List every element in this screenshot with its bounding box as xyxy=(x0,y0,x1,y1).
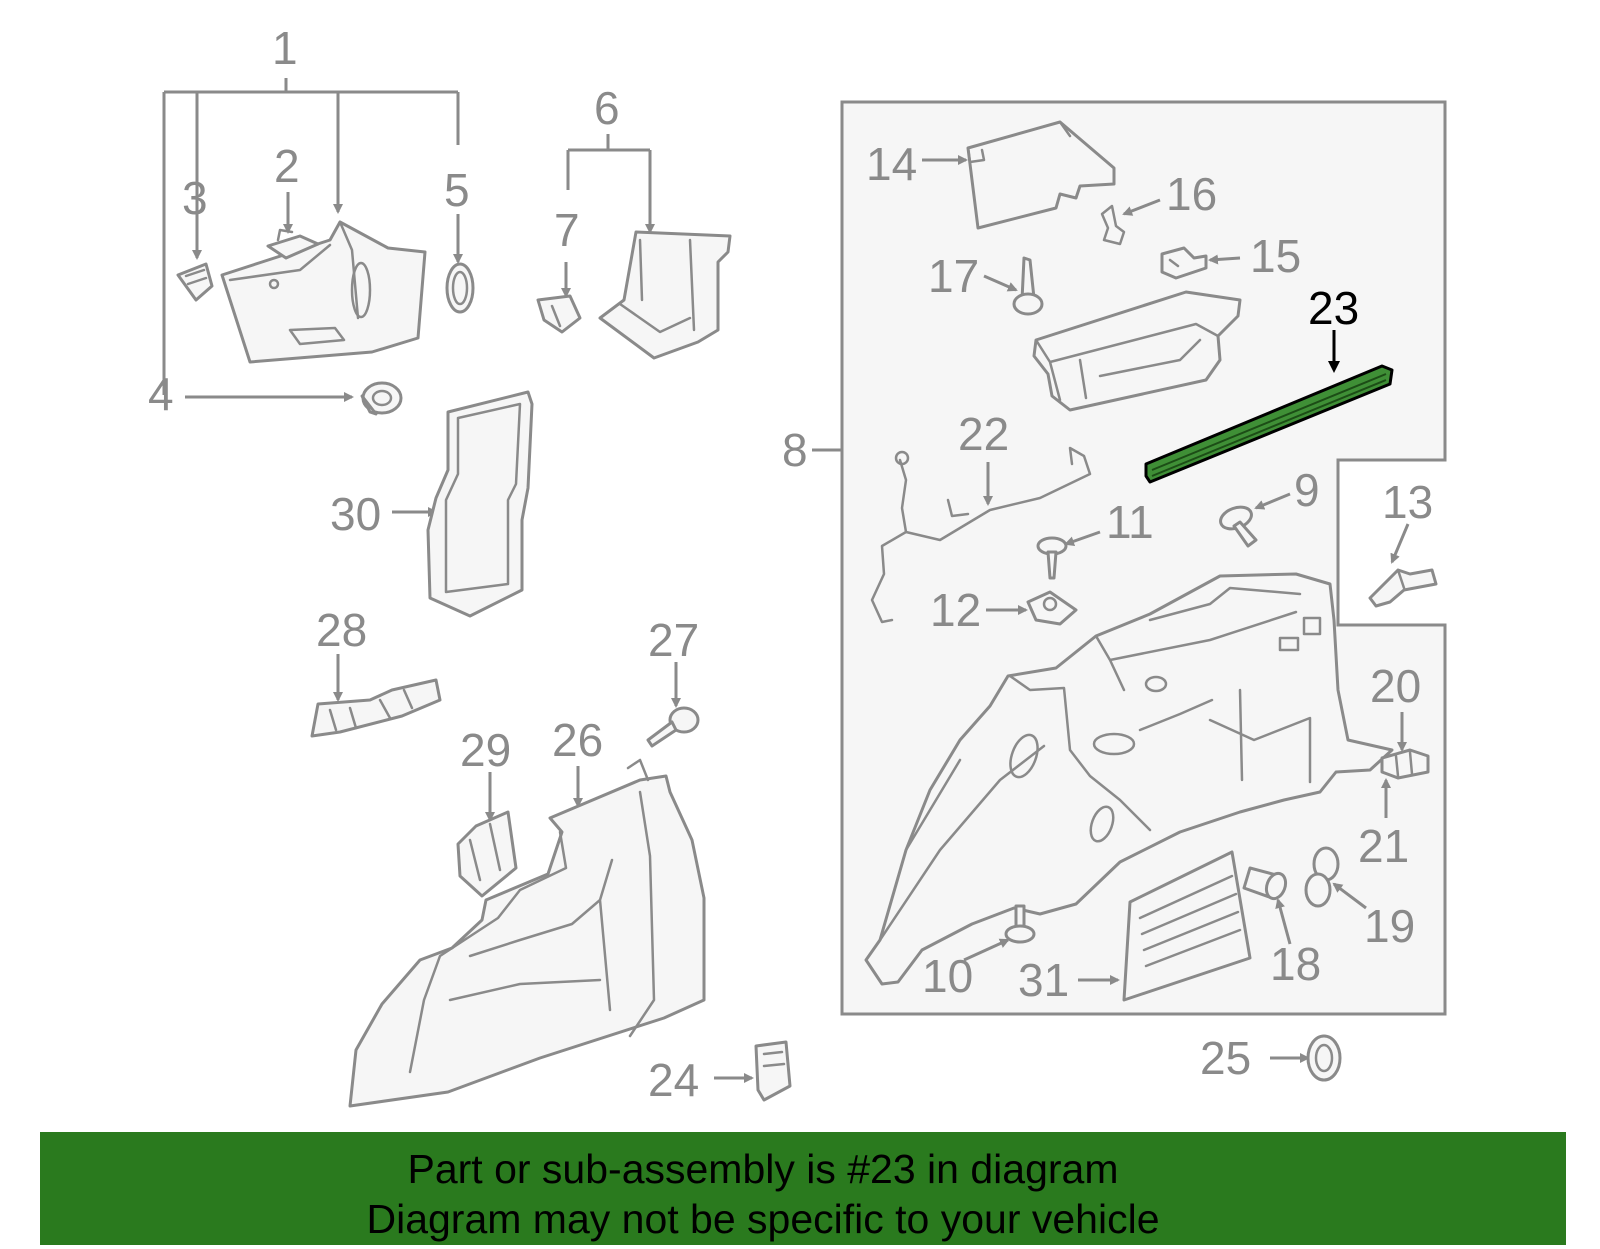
part-27-screw xyxy=(646,706,700,748)
leader-15 xyxy=(1208,254,1241,265)
leader-9 xyxy=(1254,492,1291,510)
part-15-bracket xyxy=(1160,246,1208,280)
callout-21: 21 xyxy=(1358,820,1409,872)
callout-13: 13 xyxy=(1382,476,1433,528)
part-19-cap xyxy=(1304,846,1340,908)
part-1-upper-trim xyxy=(220,220,427,364)
callout-9: 9 xyxy=(1294,464,1320,516)
part-6-pillar-trim xyxy=(598,230,732,360)
banner-text: Part or sub-assembly is #23 in diagram D… xyxy=(40,1144,1566,1244)
callout-12: 12 xyxy=(930,584,981,636)
leader-19 xyxy=(1332,882,1367,910)
callout-4: 4 xyxy=(148,368,174,420)
callout-23: 23 xyxy=(1308,282,1359,334)
part-10-screw xyxy=(1004,904,1036,944)
callout-27: 27 xyxy=(648,614,699,666)
part-20-clip xyxy=(1380,748,1430,780)
banner-line-2: Diagram may not be specific to your vehi… xyxy=(366,1196,1160,1242)
leader-16 xyxy=(1122,198,1161,216)
callout-17: 17 xyxy=(928,250,979,302)
callout-labels: 1 2 3 4 5 6 7 8 9 10 11 12 13 14 15 16 1… xyxy=(148,22,1433,1106)
callout-11: 11 xyxy=(1106,496,1154,548)
leader-11 xyxy=(1064,530,1101,547)
callout-18: 18 xyxy=(1270,938,1321,990)
part-30-duct xyxy=(426,390,534,618)
part-11-pushpin xyxy=(1036,536,1068,580)
callout-7: 7 xyxy=(554,204,580,256)
callout-8: 8 xyxy=(782,424,808,476)
part-29-cover xyxy=(456,810,518,898)
part-8-quarter-trim xyxy=(864,572,1394,986)
part-25-grommet xyxy=(1306,1034,1342,1082)
callout-26: 26 xyxy=(552,714,603,766)
part-24-clip xyxy=(754,1040,792,1102)
part-14-panel xyxy=(966,120,1116,230)
bracket-1 xyxy=(162,78,460,395)
part-4-pushpin xyxy=(360,381,403,416)
callout-28: 28 xyxy=(316,604,367,656)
part-17-screw xyxy=(1012,256,1044,316)
part-3-clip xyxy=(176,262,214,302)
callout-29: 29 xyxy=(460,724,511,776)
callout-16: 16 xyxy=(1166,168,1217,220)
leader-17 xyxy=(983,274,1018,292)
leader-13 xyxy=(1390,523,1410,564)
callout-31: 31 xyxy=(1018,954,1069,1006)
part-23-molding-highlighted xyxy=(1144,364,1394,484)
leader-18 xyxy=(1275,898,1292,945)
part-28-bracket xyxy=(310,678,442,738)
part-7-clip xyxy=(536,294,582,334)
part-5-grommet xyxy=(445,262,475,314)
callout-3: 3 xyxy=(182,172,208,224)
part-storage-tray xyxy=(1032,290,1242,412)
callout-20: 20 xyxy=(1370,660,1421,712)
callout-24: 24 xyxy=(648,1054,699,1106)
part-2-clip xyxy=(266,228,320,260)
callout-19: 19 xyxy=(1364,900,1415,952)
callout-10: 10 xyxy=(922,950,973,1002)
part-22-wire-harness xyxy=(870,446,1092,624)
part-18-plug xyxy=(1242,866,1288,901)
callout-22: 22 xyxy=(958,408,1009,460)
part-12-nut-clip xyxy=(1026,590,1078,626)
part-9-fastener xyxy=(1219,505,1258,548)
callout-6: 6 xyxy=(594,82,620,134)
part-26-lower-quarter-trim xyxy=(348,758,706,1108)
banner-line-1: Part or sub-assembly is #23 in diagram xyxy=(407,1146,1119,1192)
callout-2: 2 xyxy=(274,140,300,192)
callout-15: 15 xyxy=(1250,230,1301,282)
part-16-wire-clip xyxy=(1100,204,1126,246)
info-banner: Part or sub-assembly is #23 in diagram D… xyxy=(40,1132,1566,1245)
bracket-6 xyxy=(566,134,655,234)
callout-25: 25 xyxy=(1200,1032,1251,1084)
part-13-bracket xyxy=(1368,568,1438,608)
callout-30: 30 xyxy=(330,488,381,540)
leader-10 xyxy=(963,938,1010,962)
callout-5: 5 xyxy=(444,164,470,216)
part-31-grille-panel xyxy=(1122,850,1252,1002)
callout-14: 14 xyxy=(866,138,917,190)
callout-1: 1 xyxy=(272,22,298,74)
